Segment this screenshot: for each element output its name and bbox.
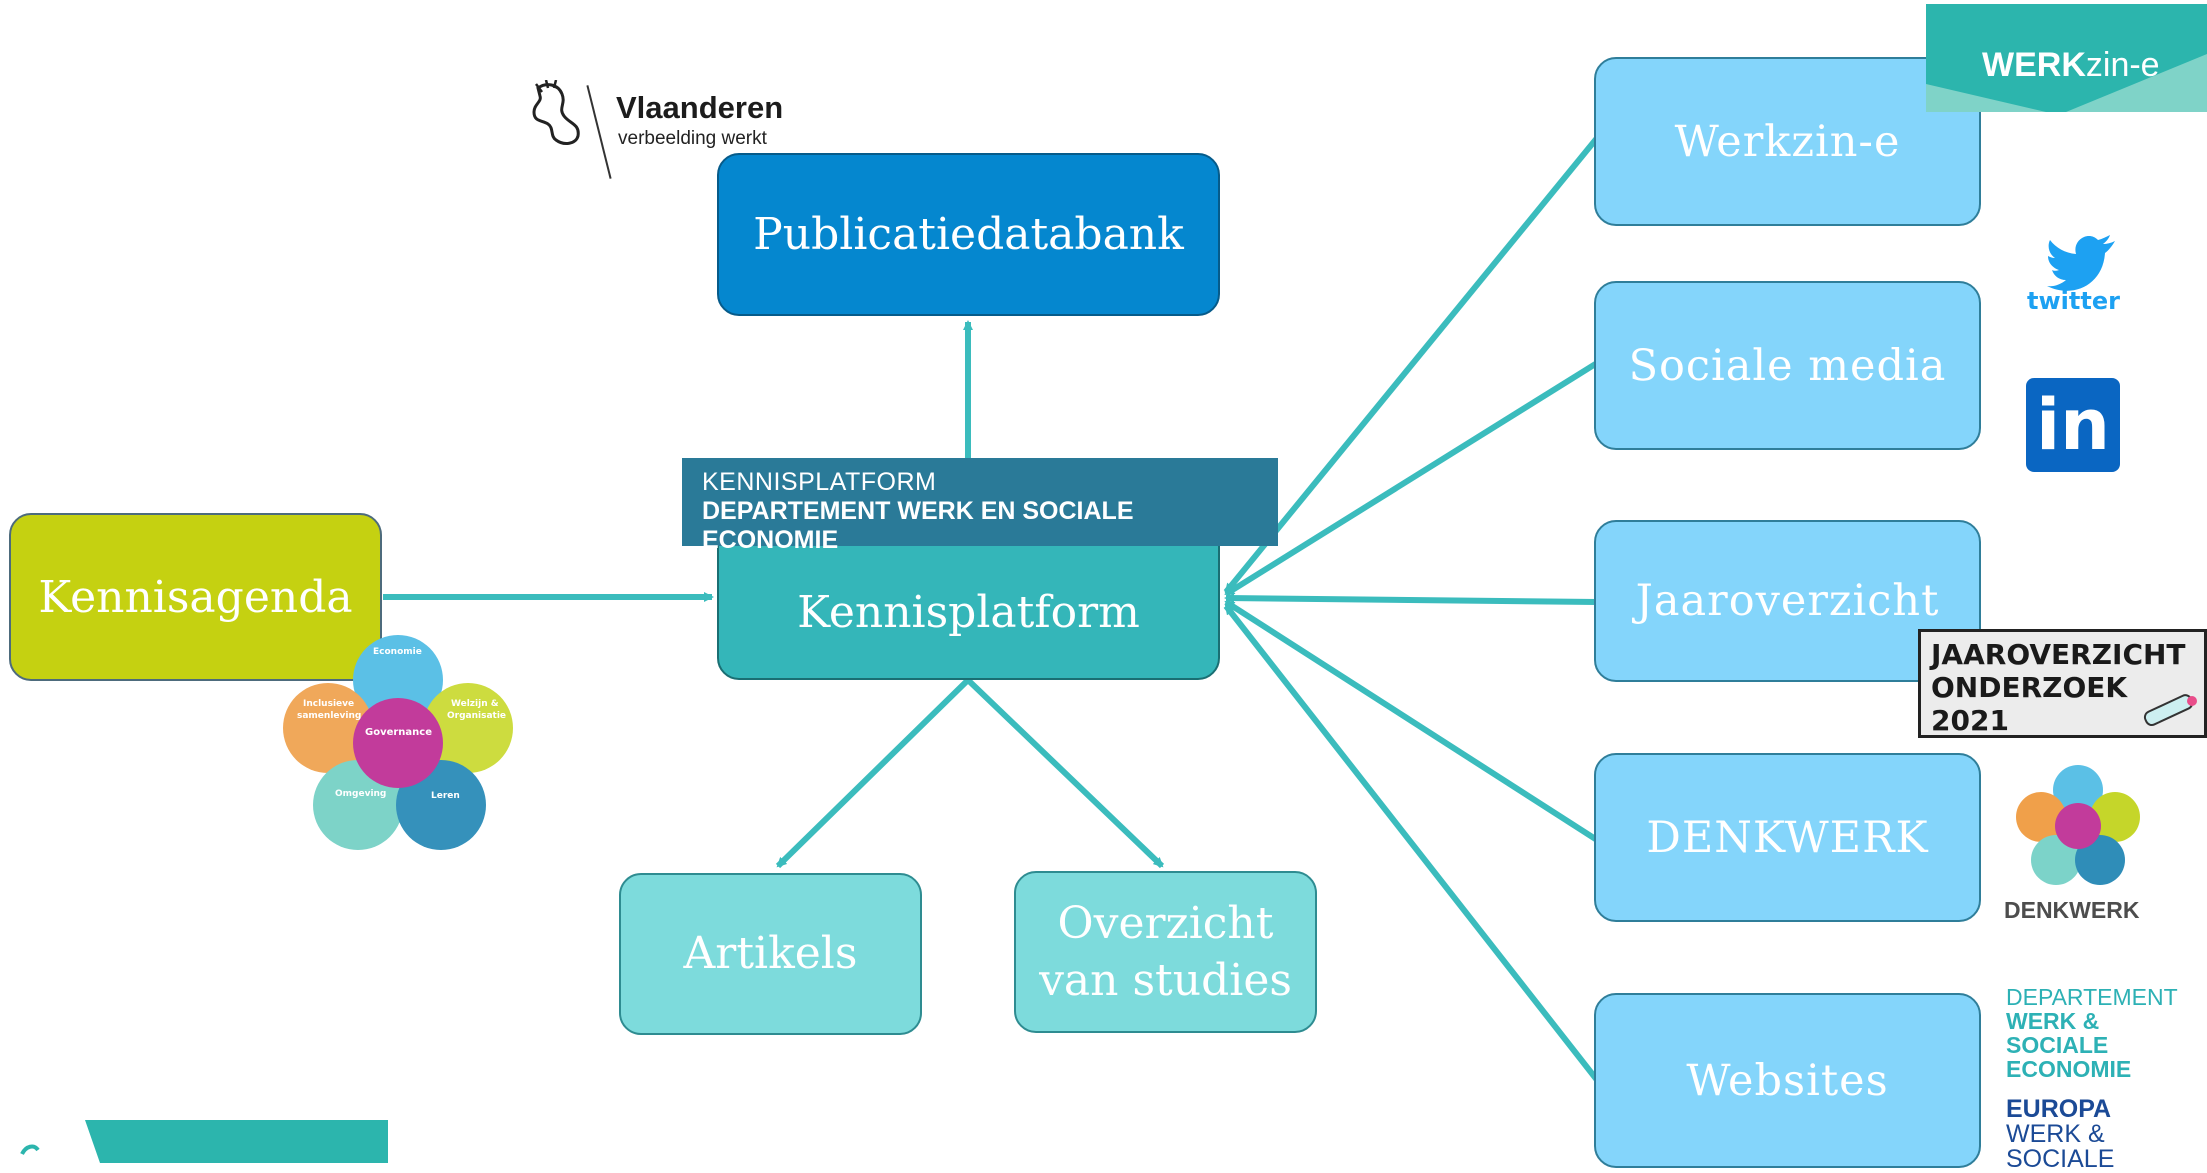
jaaroverzicht-onderzoek-badge: JAAROVERZICHT ONDERZOEK 2021 (1918, 629, 2207, 738)
twitter-logo: twitter (2025, 235, 2125, 320)
kennisagenda-flower: Economie Welzijn & Organisatie Inclusiev… (283, 633, 513, 855)
werkzine-logo-light: zin-e (2085, 46, 2160, 84)
node-publicatiedatabank-label: Publicatiedatabank (753, 209, 1184, 260)
vlaanderen-divider (586, 85, 612, 179)
kennisplatform-banner: KENNISPLATFORM DEPARTEMENT WERK EN SOCIA… (682, 458, 1278, 554)
jaaroverzicht-badge-line3: 2021 (1931, 704, 2009, 737)
jaaroverzicht-badge-line2: ONDERZOEK (1931, 671, 2128, 704)
node-publicatiedatabank[interactable]: Publicatiedatabank (717, 153, 1220, 316)
dept-logo-line2: WERK & (2006, 1008, 2100, 1034)
pen-icon (2143, 694, 2197, 727)
node-sociale-media-label: Sociale media (1628, 340, 1947, 391)
node-kennisagenda-label: Kennisagenda (38, 571, 353, 623)
linkedin-icon-text: in (2036, 384, 2110, 466)
vlaanderen-tagline: verbeelding werkt (618, 128, 767, 149)
europa-logo-line1: EUROPA (2006, 1095, 2112, 1123)
edge-denkwerk-kennisplatform (1224, 599, 1599, 843)
europa-wse-logo: EUROPA WERK & SOCIALE (2006, 1097, 2114, 1172)
node-websites[interactable]: Websites (1594, 993, 1981, 1168)
node-sociale-media[interactable]: Sociale media (1594, 281, 1981, 450)
node-denkwerk[interactable]: DENKWERK (1594, 753, 1981, 922)
node-artikels[interactable]: Artikels (619, 873, 922, 1035)
node-overzicht-label-line1: Overzicht (1057, 897, 1274, 949)
edge-kennisplatform-overzicht (965, 677, 1165, 869)
node-overzicht-label-line2: van studies (1039, 955, 1292, 1006)
twitter-wordmark: twitter (2027, 287, 2120, 315)
werkzine-logo: WERKzin-e (1926, 4, 2207, 112)
flower-inclusieve: Inclusieve (303, 699, 355, 709)
banner-line1: KENNISPLATFORM (702, 468, 937, 496)
jaaroverzicht-badge-line1: JAAROVERZICHT (1931, 638, 2186, 671)
flemish-lion-icon (532, 80, 580, 145)
node-overzicht-van-studies[interactable]: Overzicht van studies (1014, 871, 1317, 1033)
flower-economie: Economie (373, 647, 422, 657)
flower-leren: Leren (431, 791, 460, 801)
linkedin-icon: in (2026, 378, 2120, 472)
dept-logo-line4: ECONOMIE (2006, 1056, 2132, 1082)
europa-logo-line2: WERK & (2006, 1120, 2105, 1148)
bottom-left-logo-strip (0, 1120, 388, 1163)
node-websites-label: Websites (1686, 1055, 1889, 1106)
node-werkzine-label: Werkzin-e (1674, 116, 1901, 167)
denkwerk-flower-small-icon (2016, 765, 2140, 885)
kennisagenda-flower-shapes (283, 635, 513, 850)
flower-samenleving: samenleving (297, 711, 362, 721)
edge-socialemedia-kennisplatform (1224, 360, 1599, 597)
vlaanderen-logo: Vlaanderen verbeelding werkt (528, 80, 808, 180)
flower-governance: Governance (365, 727, 433, 738)
edge-websites-kennisplatform (1223, 604, 1600, 1082)
node-artikels-label: Artikels (683, 928, 858, 980)
banner-line2: DEPARTEMENT WERK EN SOCIALE ECONOMIE (702, 497, 1134, 554)
edge-werkzine-kennisplatform (1223, 136, 1600, 594)
node-werkzine[interactable]: Werkzin-e (1594, 57, 1981, 226)
bottom-left-logo-shape (20, 1120, 388, 1163)
node-jaaroverzicht[interactable]: Jaaroverzicht (1594, 520, 1981, 682)
werkzine-logo-shape (1926, 4, 2207, 112)
node-denkwerk-label: DENKWERK (1646, 812, 1929, 863)
werkzine-logo-bold: WERK (1982, 46, 2086, 84)
denkwerk-logo-label: DENKWERK (2004, 897, 2140, 923)
dept-logo-line3: SOCIALE (2006, 1032, 2109, 1058)
departement-wse-logo: DEPARTEMENT WERK & SOCIALE ECONOMIE (2006, 985, 2178, 1081)
europa-logo-line3: SOCIALE (2006, 1145, 2115, 1173)
node-kennisagenda[interactable]: Kennisagenda (9, 513, 382, 681)
node-kennisplatform-label: Kennisplatform (797, 587, 1140, 638)
dept-logo-line1: DEPARTEMENT (2006, 984, 2178, 1010)
edge-jaaroverzicht-kennisplatform (1224, 593, 1598, 605)
flower-welzijn: Welzijn & (451, 699, 499, 709)
flower-omgeving: Omgeving (335, 789, 387, 799)
edge-kennisplatform-artikels (775, 677, 971, 869)
vlaanderen-title: Vlaanderen (616, 90, 784, 125)
node-jaaroverzicht-label: Jaaroverzicht (1635, 576, 1940, 626)
flower-organisatie: Organisatie (447, 711, 507, 721)
twitter-bird-icon (2047, 235, 2115, 291)
